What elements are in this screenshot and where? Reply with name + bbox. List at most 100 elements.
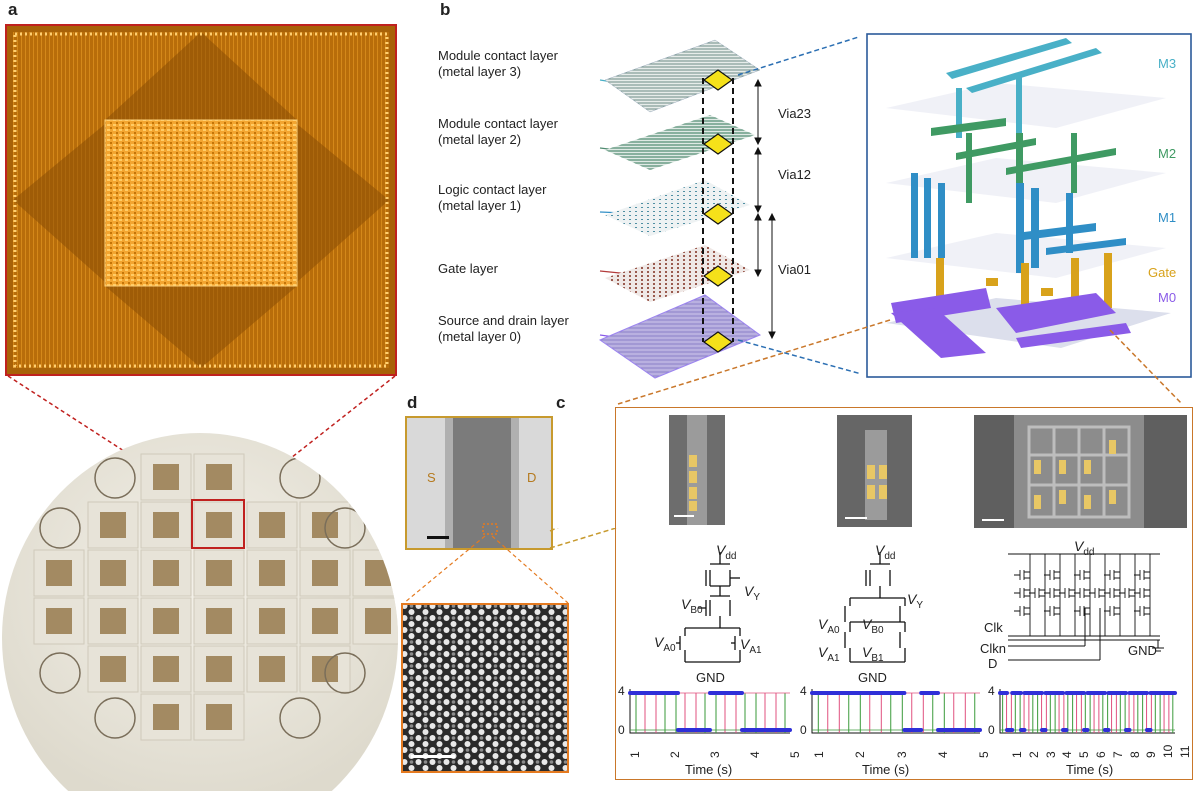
wafer-die <box>206 560 232 586</box>
wafer-die <box>365 560 391 586</box>
m3-label: M3 <box>1158 56 1177 71</box>
m1-label: M1 <box>1158 210 1177 225</box>
xtick-label: 10 <box>1161 744 1176 758</box>
gnd-label-3: GND <box>1128 643 1157 658</box>
va0-label-1: VA0 <box>654 634 676 654</box>
m2-label: M2 <box>1158 146 1177 161</box>
transistor-symbol <box>1029 588 1045 598</box>
wafer-die-frame <box>193 645 245 693</box>
drain-label: D <box>527 470 537 485</box>
wafer-die <box>46 608 72 634</box>
plot-axis <box>629 689 790 734</box>
vb0-label-2: VB0 <box>862 616 884 636</box>
plot-axis <box>999 689 1175 734</box>
xtick-label: 4 <box>935 751 950 758</box>
transistor-symbol <box>1104 570 1120 580</box>
wafer-die <box>153 560 179 586</box>
transistor-symbol <box>1044 570 1060 580</box>
vb0-label-1: VB0 <box>681 596 703 616</box>
panel-letter-c: c <box>556 393 566 412</box>
ytick-high-b: 4 <box>800 684 807 698</box>
wafer-die <box>46 560 72 586</box>
vb1-label-2: VB1 <box>862 644 884 664</box>
wafer-die <box>206 656 232 682</box>
waveform-plots <box>628 689 1177 734</box>
xtick-label: 1 <box>812 751 826 758</box>
xtick-label: 1 <box>628 751 642 758</box>
panel-c-frame <box>615 407 1193 780</box>
wafer-die <box>153 656 179 682</box>
xtick-label: 2 <box>668 751 682 758</box>
transistor-symbol <box>1014 570 1030 580</box>
wafer-die <box>259 560 285 586</box>
xtick-label: 9 <box>1144 751 1159 758</box>
layer-label-m3: Module contact layer(metal layer 3) <box>438 48 558 79</box>
sem-inverter-image <box>669 415 725 525</box>
xlabel-c: Time (s) <box>1066 762 1114 777</box>
transistor-symbol <box>1119 588 1135 598</box>
xtick-label: 4 <box>748 751 762 758</box>
source-label: S <box>427 470 436 485</box>
wafer-die <box>206 464 232 490</box>
d-label: D <box>988 656 998 671</box>
xlabel-a: Time (s) <box>685 762 733 777</box>
3d-structure-diagram <box>866 33 1192 378</box>
ytick-high-c: 4 <box>988 684 995 698</box>
university-seal <box>324 507 366 549</box>
wafer-die <box>153 704 179 730</box>
wafer-die <box>153 464 179 490</box>
vdd-label-2: Vdd <box>875 542 896 562</box>
transistor-symbol <box>1074 606 1090 616</box>
xtick-label: 2 <box>853 751 868 758</box>
selected-die-frame <box>191 499 245 549</box>
ytick-high-a: 4 <box>618 684 625 698</box>
xtick-label: 3 <box>1043 751 1058 758</box>
university-seal <box>324 652 366 694</box>
wafer-die <box>365 608 391 634</box>
wafer-die <box>259 656 285 682</box>
transistor-symbol <box>1134 606 1150 616</box>
transistor-symbol <box>1104 606 1120 616</box>
circuit-schematic-2 <box>844 552 906 663</box>
plot-axis <box>811 689 980 734</box>
via01-label: Via01 <box>778 262 812 277</box>
vdd-label-3: Vdd <box>1074 538 1095 558</box>
wafer-die <box>312 608 338 634</box>
circuit-schematic-3 <box>1008 553 1164 661</box>
va1-label-1: VA1 <box>740 636 762 656</box>
sem-flipflop-image <box>974 415 1187 528</box>
va1-label-2: VA1 <box>818 644 840 664</box>
wafer-die <box>153 608 179 634</box>
xtick-label: 7 <box>1110 751 1125 758</box>
gate-label: Gate <box>1148 265 1177 280</box>
wafer-image <box>2 433 398 791</box>
transistor-symbol <box>1059 588 1075 598</box>
layer-label-m0: Source and drain layer(metal layer 0) <box>438 313 569 344</box>
wafer-die <box>206 608 232 634</box>
vdd-label-1: Vdd <box>716 542 737 562</box>
via12-label: Via12 <box>778 167 812 182</box>
layer-stack-diagram <box>598 35 860 379</box>
zoom-lines-c <box>617 319 1183 405</box>
clkn-label: Clkn <box>980 641 1007 656</box>
layer-label-m1: Logic contact layer(metal layer 1) <box>438 182 547 213</box>
va0-label-2: VA0 <box>818 616 840 636</box>
xtick-label: 11 <box>1178 745 1192 758</box>
wafer-die <box>153 512 179 538</box>
layer-label-m2: Module contact layer(metal layer 2) <box>438 116 558 147</box>
clk-label: Clk <box>984 620 1003 635</box>
gnd-label-2: GND <box>858 670 887 685</box>
gnd-label-1: GND <box>696 670 725 685</box>
transistor-symbol <box>1134 588 1150 598</box>
wafer-die <box>100 608 126 634</box>
transistor-symbol <box>1089 588 1105 598</box>
panel-letter-d: d <box>407 393 418 412</box>
xtick-label: 3 <box>894 751 909 758</box>
atomic-lattice-image <box>401 603 569 773</box>
wafer-die <box>259 608 285 634</box>
wafer-die <box>100 512 126 538</box>
sem-nand-image <box>837 415 912 527</box>
xtick-label: 5 <box>1077 751 1092 758</box>
transistor-symbol <box>1014 606 1030 616</box>
university-seal <box>39 507 81 549</box>
